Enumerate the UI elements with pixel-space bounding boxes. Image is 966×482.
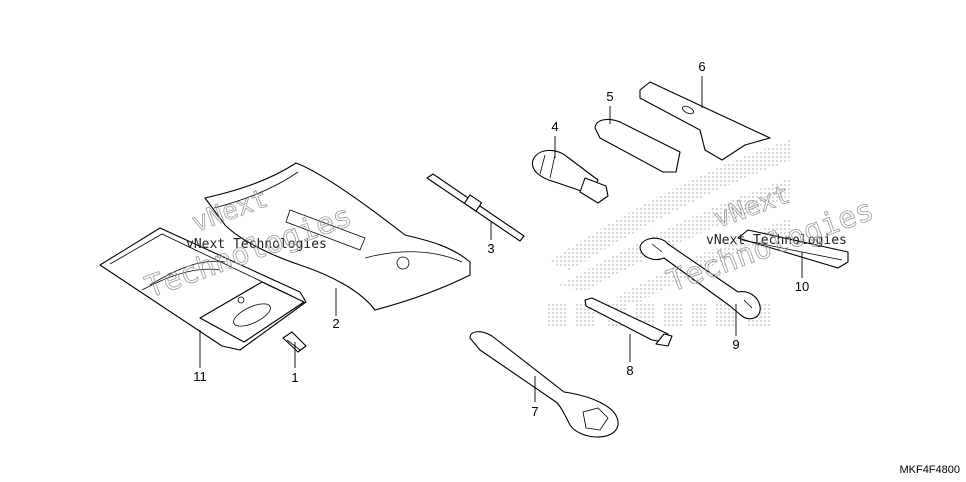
part-10-flat-plate: [737, 229, 849, 269]
callout-8: 8: [626, 363, 633, 378]
part-7-ring-wrench: [469, 331, 619, 438]
reference-code: MKF4F4800: [899, 464, 960, 476]
part-1-fuse-puller: [282, 331, 307, 353]
watermark-text-left: vNext Technologies: [186, 237, 327, 252]
callout-11: 11: [193, 369, 207, 384]
callout-labels: 1 2 3 4 5 6 7 8 9 10 11: [193, 59, 809, 419]
part-2-tool-bag: [204, 162, 471, 311]
watermark-text-right: vNext Technologies: [706, 233, 847, 248]
part-5-flat-blade: [594, 118, 681, 173]
part-3-screwdriver-bit: [426, 173, 525, 242]
part-9-open-end-wrench: [639, 237, 761, 320]
callout-2: 2: [332, 316, 339, 331]
callout-4: 4: [551, 119, 558, 134]
callout-5: 5: [606, 89, 613, 104]
leader-lines: [199, 76, 803, 402]
callout-6: 6: [698, 59, 705, 74]
part-4-screwdriver-handle: [531, 149, 609, 204]
callout-1: 1: [291, 370, 298, 385]
callout-9: 9: [732, 337, 739, 352]
callout-7: 7: [531, 404, 538, 419]
callout-10: 10: [795, 279, 809, 294]
part-6-pin-spanner: [639, 81, 771, 161]
part-8-hex-key: [584, 297, 673, 347]
callout-3: 3: [487, 241, 494, 256]
part-11-tool-pouch: [99, 227, 307, 351]
